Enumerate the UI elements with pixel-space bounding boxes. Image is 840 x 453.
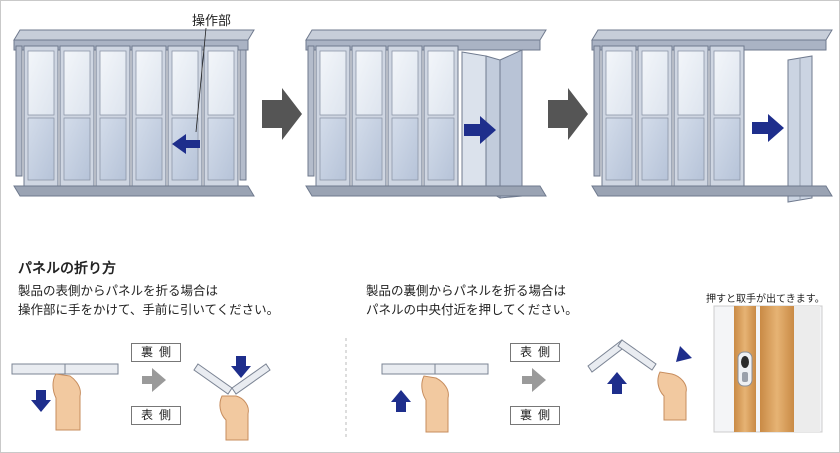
left-instruction-line1: 製品の表側からパネルを折る場合は: [18, 283, 219, 298]
direction-arrow-icon: [607, 372, 627, 394]
direction-arrow-icon: [464, 116, 496, 144]
direction-arrow-icon: [231, 356, 251, 378]
hand-icon: [219, 395, 249, 441]
handle-icon: [737, 351, 753, 387]
gray-arrow-icon: [522, 368, 546, 392]
step-arrow-icon: [262, 88, 302, 140]
fold-from-back-illustration: [381, 339, 696, 433]
direction-arrow-icon: [752, 114, 784, 142]
step-arrow-icon: [548, 88, 588, 140]
fold-from-front-illustration: [11, 356, 271, 441]
direction-arrow-icon: [391, 390, 411, 412]
right-instruction-line1: 製品の裏側からパネルを折る場合は: [366, 283, 567, 298]
door-step-1: [13, 27, 255, 197]
label-front-side: 表側: [131, 406, 181, 425]
direction-arrow-icon: [172, 134, 200, 154]
direction-arrow-icon: [676, 342, 696, 362]
hand-icon: [421, 375, 449, 433]
hand-icon: [52, 373, 81, 431]
label-back-side: 裏側: [131, 343, 181, 362]
left-instruction-line2: 操作部に手をかけて、手前に引いてください。: [18, 302, 280, 317]
operation-part-label: 操作部: [192, 14, 232, 29]
photo-caption: 押すと取手が出てきます。: [706, 294, 825, 305]
gray-arrow-icon: [142, 368, 166, 392]
label-front-side: 表側: [510, 343, 560, 362]
right-instruction-line2: パネルの中央付近を押してください。: [366, 302, 578, 317]
label-back-side: 裏側: [510, 406, 560, 425]
door-step-3: [591, 29, 833, 203]
direction-arrow-icon: [31, 390, 51, 412]
hand-icon: [657, 371, 687, 421]
section-heading: パネルの折り方: [18, 261, 116, 277]
door-step-2: [305, 29, 547, 199]
handle-photo: [713, 305, 823, 433]
